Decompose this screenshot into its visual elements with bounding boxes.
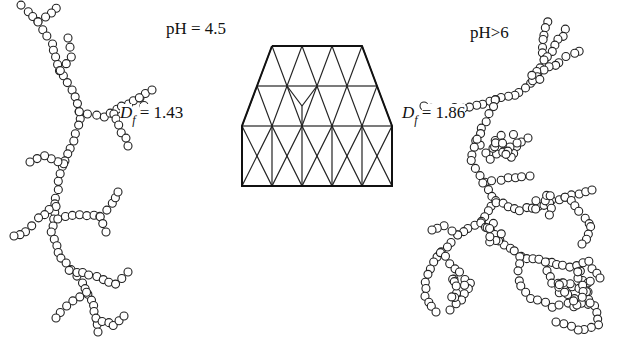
- octahedra-cluster: [242, 46, 392, 186]
- dimension-value: = 1.43: [140, 104, 184, 121]
- compact-aggregate: [420, 18, 604, 334]
- dimension-value: = 1.86: [422, 104, 466, 121]
- dimension-subscript: f: [132, 114, 135, 126]
- open-aggregate: [10, 1, 156, 336]
- dimension-symbol: D: [402, 104, 414, 121]
- ph-label: pH>6: [470, 24, 509, 41]
- ph-label: pH = 4.5: [166, 20, 226, 37]
- dimension-subscript: f: [414, 114, 417, 126]
- dimension-symbol: D: [120, 104, 132, 121]
